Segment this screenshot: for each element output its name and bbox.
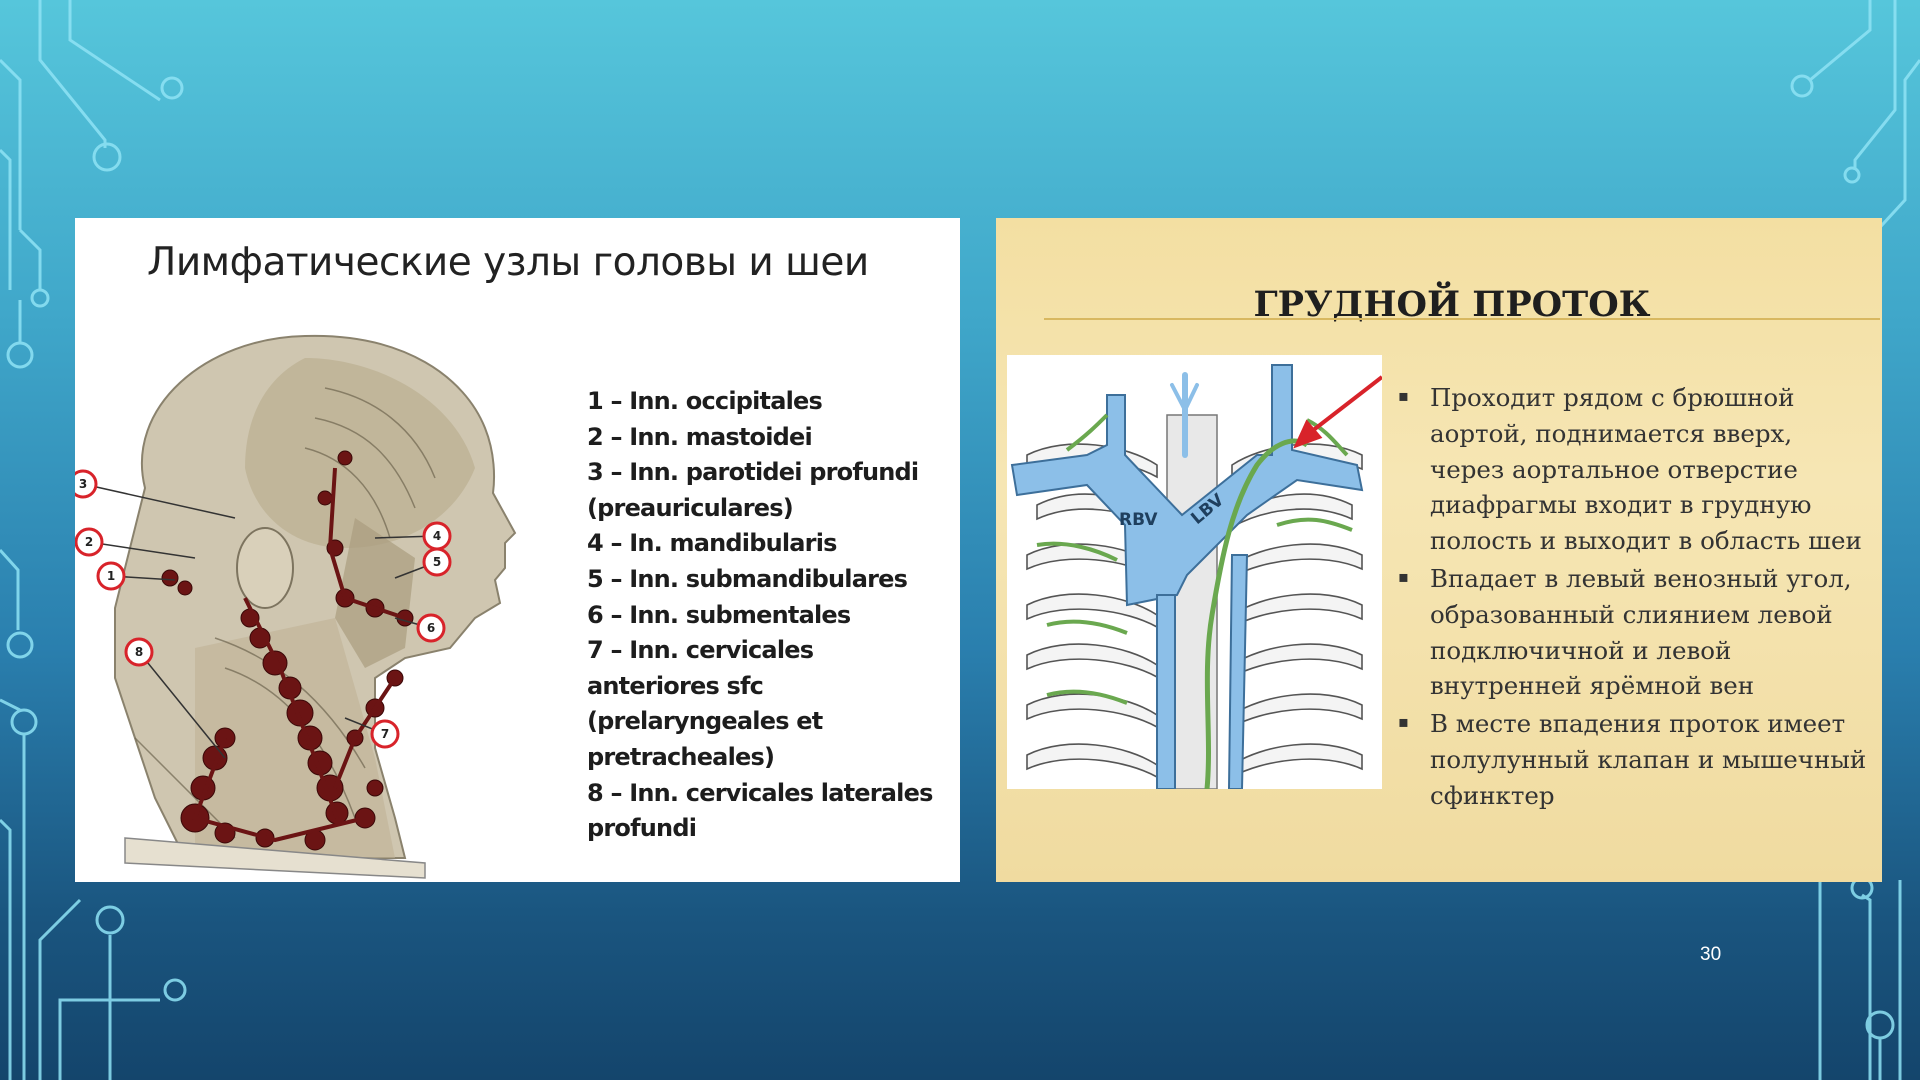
- bullet-item: ▪ В месте впадения проток имеет полулунн…: [1398, 706, 1868, 813]
- legend-item: 6 – Inn. submentales: [587, 600, 851, 629]
- bullet-marker: ▪: [1398, 386, 1409, 405]
- legend-item: 7 – Inn. cervicales: [587, 636, 814, 665]
- legend-item: 3 – Inn. parotidei profundi: [587, 458, 919, 487]
- legend-item: 4 – In. mandibularis: [587, 529, 837, 558]
- lymph-node-legend: 1 – Inn. occipitales 2 – Inn. mastoidei …: [587, 384, 957, 847]
- bullet-text: Проходит рядом с брюшной аортой, поднима…: [1430, 383, 1862, 556]
- bullet-item: ▪ Проходит рядом с брюшной аортой, подни…: [1398, 380, 1868, 559]
- rbv-label: RBV: [1119, 510, 1158, 530]
- marker-6: 6: [427, 621, 435, 635]
- legend-item: 2 – Inn. mastoidei: [587, 422, 813, 451]
- marker-5: 5: [433, 555, 441, 569]
- marker-8: 8: [135, 645, 143, 659]
- legend-item: 1 – Inn. occipitales: [587, 387, 823, 415]
- thoracic-duct-bullets: ▪ Проходит рядом с брюшной аортой, подни…: [1398, 380, 1868, 816]
- thoracic-duct-illustration: RBV LBV: [1007, 355, 1382, 789]
- legend-item: 5 – Inn. submandibulares: [587, 564, 908, 593]
- legend-item: profundi: [587, 814, 697, 843]
- legend-item: (preauriculares): [587, 493, 794, 522]
- marker-4: 4: [433, 529, 441, 543]
- lymph-nodes-slide-image: Лимфатические узлы головы и шеи: [75, 218, 960, 882]
- legend-item: 8 – Inn. cervicales laterales: [587, 778, 933, 807]
- legend-item: (prelaryngeales et: [587, 707, 823, 736]
- head-neck-lymph-illustration: 1 2 3 4 5 6 7 8: [75, 334, 517, 879]
- legend-item: anteriores sfc: [587, 671, 764, 700]
- thoracic-duct-slide-image: ГРУДНОЙ ПРОТОК: [996, 218, 1882, 882]
- bullet-text: Впадает в левый венозный угол, образован…: [1430, 563, 1852, 701]
- bullet-marker: ▪: [1398, 712, 1409, 732]
- marker-2: 2: [85, 535, 93, 549]
- slide-page-number: 30: [1700, 944, 1722, 965]
- marker-1: 1: [107, 569, 115, 583]
- bullet-marker: ▪: [1398, 566, 1409, 586]
- bullet-text: В месте впадения проток имеет полулунный…: [1430, 709, 1867, 810]
- bullet-item: ▪ Впадает в левый венозный угол, образов…: [1398, 561, 1868, 704]
- left-panel-title: Лимфатические узлы головы и шеи: [147, 240, 869, 285]
- legend-item: pretracheales): [587, 742, 775, 771]
- marker-7: 7: [381, 727, 389, 741]
- title-divider: [1044, 318, 1880, 320]
- marker-3: 3: [79, 477, 87, 491]
